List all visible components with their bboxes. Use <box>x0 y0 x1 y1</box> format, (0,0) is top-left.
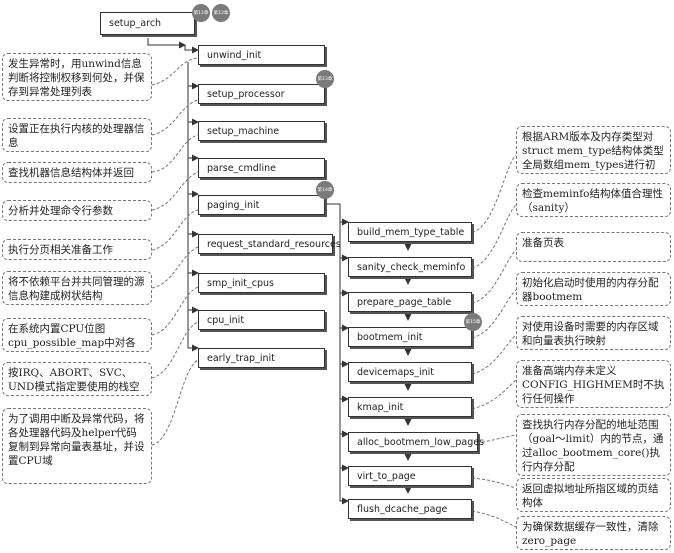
node-label: build_mem_type_table <box>357 226 465 238</box>
node-label: early_trap_init <box>207 352 275 364</box>
node-cpu-init: cpu_init <box>198 310 325 330</box>
node-unwind-init: unwind_init <box>198 45 325 65</box>
note-flush-dcache-page: 为确保数据缓存一致性，清除zero_page <box>516 516 671 550</box>
node-label: prepare_page_table <box>357 296 452 308</box>
node-bootmem-init: bootmem_init <box>348 327 472 347</box>
node-kmap-init: kmap_init <box>348 397 472 417</box>
node-prepare-page-table: prepare_page_table <box>348 292 472 312</box>
note-setup-machine: 查找机器信息结构体并返回 <box>2 162 152 183</box>
note-paging-init: 执行分页相关准备工作 <box>2 239 152 260</box>
node-label: cpu_init <box>207 314 245 326</box>
chapter-badge: 第15章 <box>464 313 482 331</box>
node-devicemaps-init: devicemaps_init <box>348 362 472 382</box>
node-setup-arch: setup_arch <box>100 12 195 35</box>
node-label: request_standard_resources <box>207 238 341 250</box>
node-early-trap-init: early_trap_init <box>198 348 325 368</box>
node-virt-to-page: virt_to_page <box>348 466 472 486</box>
note-request-standard-resources: 将不依赖平台并共同管理的源信息构建成树状结构 <box>2 271 152 305</box>
note-alloc-bootmem-low-pages: 查找执行内存分配的地址范围（goal～limit）内的节点，通过alloc_bo… <box>516 414 671 476</box>
node-label: smp_init_cpus <box>207 277 274 289</box>
node-label: flush_dcache_page <box>357 503 448 515</box>
note-early-trap-init: 为了调用中断及异常代码，将各处理器代码及helper代码复制到异常向量表基址，并… <box>2 408 152 484</box>
node-paging-init: paging_init <box>198 195 325 215</box>
node-request-standard-resources: request_standard_resources <box>198 234 341 254</box>
chapter-badge: 第12章 <box>212 4 230 22</box>
node-smp-init-cpus: smp_init_cpus <box>198 273 325 293</box>
node-flush-dcache-page: flush_dcache_page <box>348 499 472 519</box>
node-setup-processor: setup_processor <box>198 84 325 104</box>
note-devicemaps-init: 对使用设备时需要的内存区域和向量表执行映射 <box>516 316 671 350</box>
note-prepare-page-table: 准备页表 <box>516 232 671 262</box>
node-label: kmap_init <box>357 401 404 413</box>
node-label: parse_cmdline <box>207 162 276 174</box>
node-label: unwind_init <box>207 49 262 61</box>
chapter-badge: 第11章 <box>192 4 210 22</box>
node-label: bootmem_init <box>357 331 423 343</box>
note-build-mem-type-table: 根据ARM版本及内存类型对struct mem_type结构体类型全局数组mem… <box>516 126 671 174</box>
node-label: setup_machine <box>207 125 280 137</box>
node-setup-machine: setup_machine <box>198 121 325 141</box>
node-label: alloc_bootmem_low_pages <box>357 436 485 448</box>
note-virt-to-page: 返回虚拟地址所指区域的页结构体 <box>516 478 671 512</box>
note-sanity-check-meminfo: 检查meminfo结构体值合理性（sanity） <box>516 183 671 217</box>
note-cpu-init: 按IRQ、ABORT、SVC、UND模式指定要使用的栈空间 <box>2 362 152 396</box>
node-label: sanity_check_meminfo <box>357 261 466 273</box>
node-label: paging_init <box>207 199 260 211</box>
note-smp-init-cpus: 在系统内置CPU位图cpu_possible_map中对各核心做标记 <box>2 318 152 352</box>
note-kmap-init: 准备高端内存未定义CONFIG_HIGHMEM时不执行任何操作 <box>516 360 671 408</box>
note-bootmem-init: 初始化启动时使用的内存分配器bootmem <box>516 272 671 306</box>
node-label: virt_to_page <box>357 470 416 482</box>
chapter-badge: 第14章 <box>316 181 334 199</box>
node-sanity-check-meminfo: sanity_check_meminfo <box>348 257 472 277</box>
node-label: devicemaps_init <box>357 366 435 378</box>
node-alloc-bootmem-low-pages: alloc_bootmem_low_pages <box>348 432 484 452</box>
note-unwind-init: 发生异常时，用unwind信息判断将控制权移到何处，并保存到异常处理列表 <box>2 53 152 101</box>
node-parse-cmdline: parse_cmdline <box>198 158 325 178</box>
node-label: setup_processor <box>207 88 285 100</box>
node-label: setup_arch <box>109 18 162 29</box>
note-setup-processor: 设置正在执行内核的处理器信息 <box>2 118 152 152</box>
node-build-mem-type-table: build_mem_type_table <box>348 222 472 242</box>
note-parse-cmdline: 分析并处理命令行参数 <box>2 200 152 221</box>
chapter-badge: 第13章 <box>316 70 334 88</box>
